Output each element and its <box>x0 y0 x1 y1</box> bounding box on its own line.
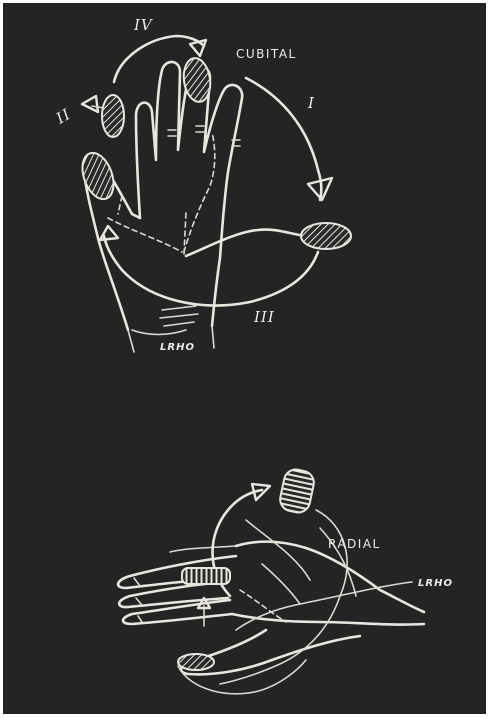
cubital-label: CUBITAL <box>236 47 297 61</box>
hatched-zone-thumb-tip <box>178 654 214 670</box>
nerve-label-top: LRHO <box>160 342 195 353</box>
hatched-zone-finger <box>182 568 230 584</box>
hatched-zone-forearm <box>301 223 351 249</box>
radial-label: RADIAL <box>328 537 381 551</box>
numeral-iv: IV <box>133 16 154 34</box>
numeral-i: I <box>307 94 315 112</box>
hatched-zone-index <box>102 95 124 137</box>
numeral-iii: III <box>253 308 275 326</box>
nerve-label-bottom: LRHO <box>418 578 453 589</box>
